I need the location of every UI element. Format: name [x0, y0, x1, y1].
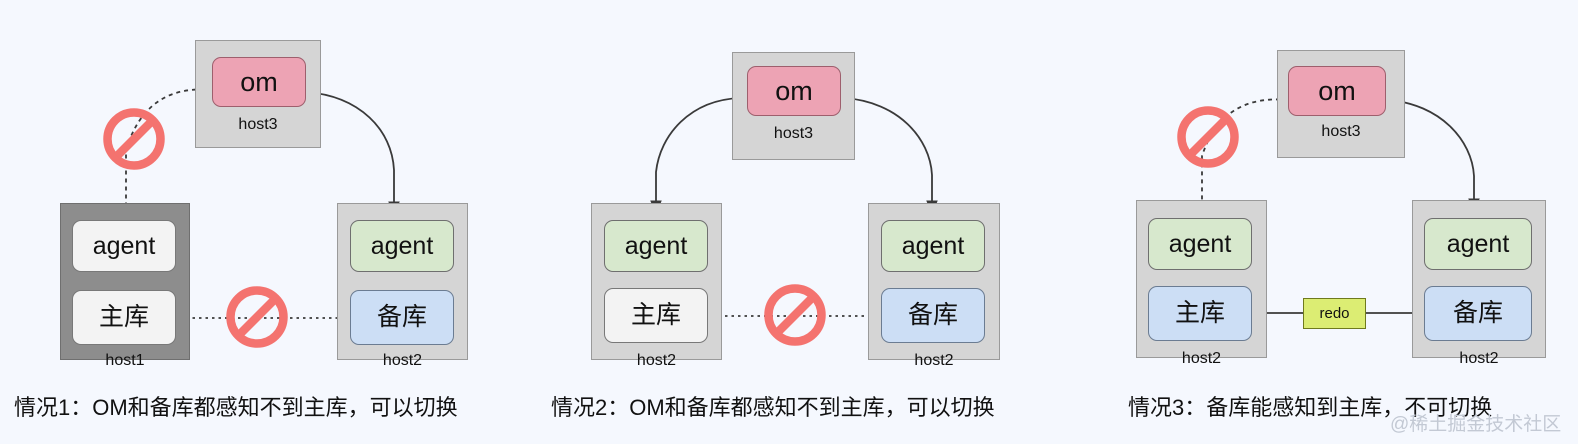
p2-left-host2-label: host2: [636, 352, 677, 369]
p1-forbidden-replication-icon: [226, 286, 288, 348]
p3-left-agent-label: agent: [1168, 229, 1232, 258]
watermark: @稀土掘金技术社区: [1390, 414, 1562, 435]
p1-host3-label: host3: [238, 116, 278, 133]
p2-right-agent-label: agent: [901, 231, 965, 260]
p2-left-agent-node[interactable]: agent: [604, 220, 708, 272]
p2-om-to-left-agent-link: [650, 97, 741, 215]
p3-standby-db-node[interactable]: 备库: [1424, 286, 1532, 341]
p2-forbidden-replication-icon: [764, 284, 826, 346]
p1-left-agent-node[interactable]: agent: [72, 220, 176, 272]
p2-primary-db-label: 主库: [630, 301, 681, 329]
p1-primary-db-label: 主库: [98, 303, 149, 331]
p1-om-to-right-agent-link: [305, 91, 400, 216]
p3-right-host2-label: host2: [1459, 350, 1499, 367]
p2-right-host2-label: host2: [914, 352, 954, 369]
p1-forbidden-om-link-icon: [103, 108, 165, 170]
p2-standby-db-node[interactable]: 备库: [881, 288, 985, 343]
p1-right-agent-label: agent: [370, 231, 434, 260]
p2-caption: 情况2：OM和备库都感知不到主库，可以切换: [551, 395, 995, 420]
p1-host1-label: host1: [105, 352, 145, 369]
p2-host3-label: host3: [773, 125, 814, 142]
p1-right-agent-node[interactable]: agent: [350, 220, 454, 272]
p2-om-node[interactable]: om: [747, 66, 841, 116]
p2-right-agent-node[interactable]: agent: [881, 220, 985, 272]
p1-host2-label: host2: [382, 352, 423, 369]
p2-standby-db-label: 备库: [907, 301, 958, 329]
p3-primary-db-label: 主库: [1174, 299, 1225, 327]
p1-standby-db-node[interactable]: 备库: [350, 290, 454, 345]
p3-right-agent-node[interactable]: agent: [1424, 218, 1532, 270]
p1-om-label: om: [240, 66, 278, 97]
p2-om-label: om: [775, 75, 813, 106]
p3-primary-db-node[interactable]: 主库: [1148, 286, 1252, 341]
p1-caption: 情况1：OM和备库都感知不到主库，可以切换: [14, 395, 458, 420]
p3-om-to-left-agent-link: [1196, 98, 1289, 217]
p3-standby-db-label: 备库: [1452, 299, 1503, 327]
p3-om-to-right-agent-link: [1387, 99, 1480, 213]
p1-standby-db-label: 备库: [376, 303, 427, 331]
p3-redo-box[interactable]: redo: [1303, 298, 1366, 329]
p1-om-node[interactable]: om: [212, 57, 306, 107]
p2-primary-db-node[interactable]: 主库: [604, 288, 708, 343]
p1-primary-db-node[interactable]: 主库: [72, 290, 176, 345]
p3-om-node[interactable]: om: [1288, 66, 1386, 116]
p2-om-to-right-agent-link: [844, 97, 938, 215]
p3-host3-label: host3: [1321, 123, 1361, 140]
p3-right-agent-label: agent: [1446, 229, 1510, 258]
p3-left-agent-node[interactable]: agent: [1148, 218, 1252, 270]
p2-left-agent-label: agent: [624, 231, 688, 260]
p3-om-label: om: [1318, 75, 1356, 106]
p3-caption: 情况3：备库能感知到主库，不可切换: [1128, 395, 1493, 420]
p3-left-host2-label: host2: [1181, 350, 1222, 367]
p3-redo-label: redo: [1319, 305, 1350, 322]
p1-left-agent-label: agent: [92, 231, 156, 260]
p3-forbidden-om-link-icon: [1177, 106, 1239, 168]
